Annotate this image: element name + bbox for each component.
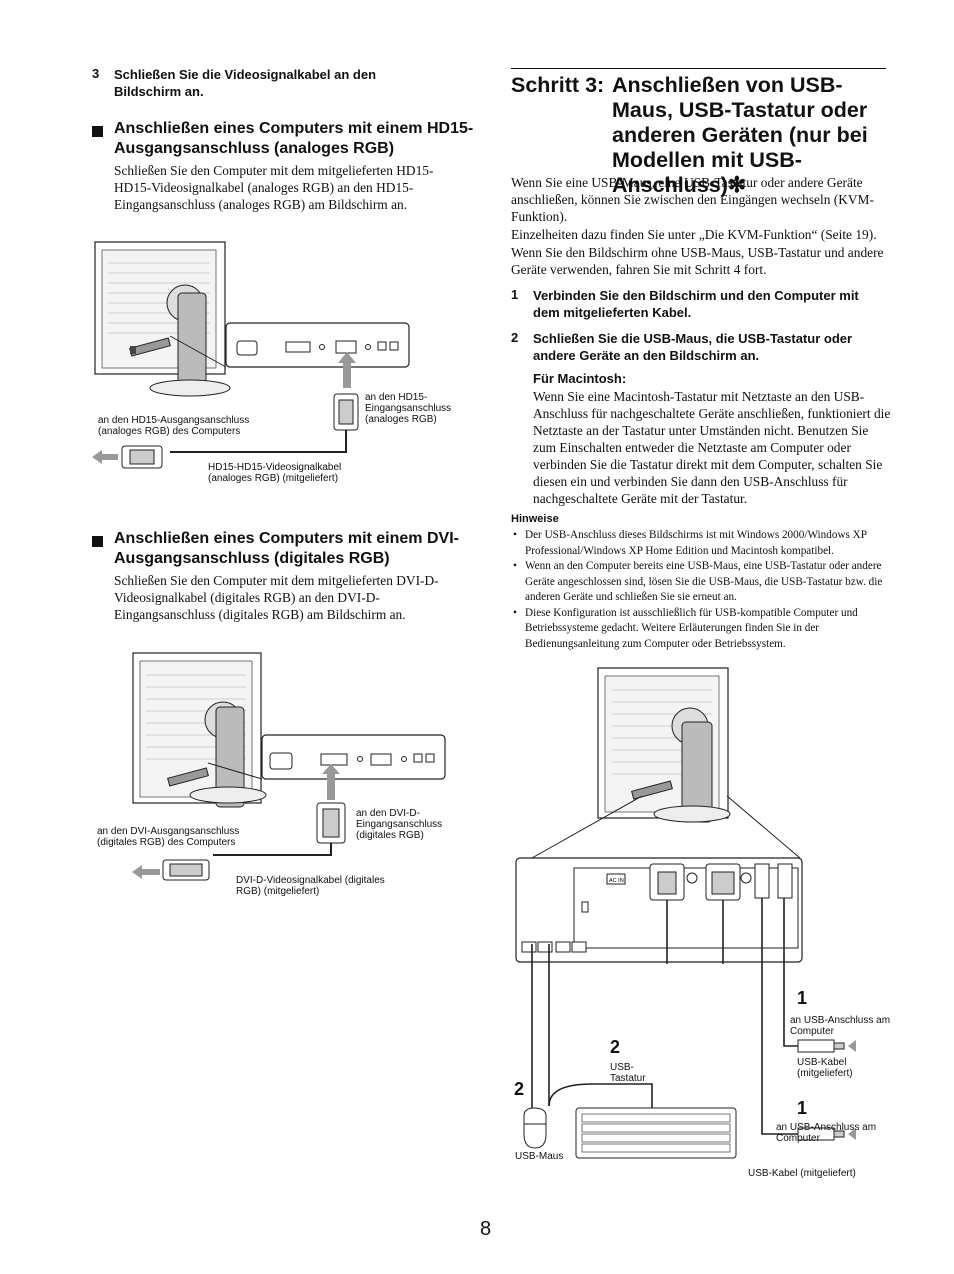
usb-step-2a-number: 2	[610, 1037, 621, 1057]
usb-computer-label-1a: an USB-Anschluss am Computer	[790, 1015, 891, 1037]
ac-in-label: AC IN	[609, 878, 624, 884]
square-bullet-icon	[92, 124, 103, 142]
usb-cable-label-1b: USB-Kabel (mitgeliefert)	[748, 1168, 856, 1179]
step-1-number: 1	[511, 287, 519, 302]
intro-paragraph-1: Wenn Sie eine USB-Maus, eine USB-Tastatu…	[511, 175, 874, 224]
usb-mouse-label: USB-Maus	[515, 1151, 564, 1162]
digital-body: Schließen Sie den Computer mit dem mitge…	[114, 573, 439, 622]
usb-computer-label-1b: an USB-Anschluss am Computer	[776, 1122, 877, 1144]
macintosh-heading: Für Macintosh:	[533, 371, 627, 386]
analog-heading: Anschließen eines Computers mit einem HD…	[114, 120, 474, 157]
intro-paragraph-2: Einzelheiten dazu finden Sie unter „Die …	[511, 227, 877, 242]
step-title-prefix: Schritt 3:	[511, 73, 605, 97]
digital-heading: Anschließen eines Computers mit einem DV…	[114, 530, 459, 567]
square-bullet-icon	[92, 534, 103, 552]
usb-step-1b-number: 1	[797, 1098, 808, 1118]
digital-connection-diagram	[132, 652, 446, 881]
notes-heading: Hinweise	[511, 513, 559, 525]
step-3-text: Schließen Sie die Videosignalkabel an de…	[114, 67, 377, 99]
usb-connection-diagram: AC IN	[515, 667, 856, 1159]
usb-step-2b-number: 2	[514, 1079, 525, 1099]
step-2-text: Schließen Sie die USB-Maus, die USB-Tast…	[533, 331, 853, 363]
notes-list: •Der USB-Anschluss dieses Bildschirms is…	[511, 528, 891, 652]
analog-connection-diagram	[92, 241, 410, 469]
step-1-text: Verbinden Sie den Bildschirm und den Com…	[533, 288, 859, 320]
dvi-input-label: an den DVI-D-Eingangsanschluss (digitale…	[356, 808, 443, 841]
note-item: •Der USB-Anschluss dieses Bildschirms is…	[513, 529, 867, 557]
step-3-number: 3	[92, 66, 100, 81]
dvi-output-label: an den DVI-Ausgangsanschluss (digitales …	[97, 826, 240, 848]
dvi-cable-label: DVI-D-Videosignalkabel (digitales RGB) (…	[236, 875, 385, 897]
note-item: •Diese Konfiguration ist ausschließlich …	[513, 606, 858, 650]
note-item: •Wenn an den Computer bereits eine USB-M…	[513, 560, 883, 603]
hd15-output-label: an den HD15-Ausgangsanschluss (analoges …	[98, 415, 250, 437]
step-title: Anschließen von USB-Maus, USB-Tastatur o…	[612, 73, 868, 197]
hd15-input-label: an den HD15-Eingangsanschluss (analoges …	[365, 392, 452, 425]
usb-step-1a-number: 1	[797, 988, 808, 1008]
macintosh-body: Wenn Sie eine Macintosh-Tastatur mit Net…	[533, 389, 891, 506]
hd15-cable-label: HD15-HD15-Videosignalkabel (analoges RGB…	[208, 462, 342, 484]
analog-body: Schließen Sie den Computer mit dem mitge…	[114, 163, 434, 212]
step-2-number: 2	[511, 330, 519, 345]
usb-cable-label-1a: USB-Kabel (mitgeliefert)	[797, 1057, 853, 1079]
title-rule	[511, 68, 886, 69]
page-number: 8	[480, 1218, 492, 1240]
intro-paragraph-3: Wenn Sie den Bildschirm ohne USB-Maus, U…	[511, 245, 884, 277]
usb-keyboard-label: USB-Tastatur	[610, 1062, 646, 1084]
